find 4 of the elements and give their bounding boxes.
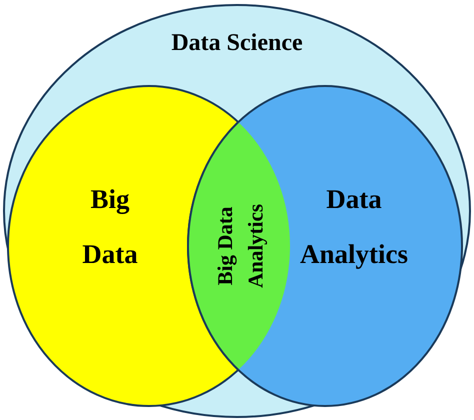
region-label: Big Data Analytics: [213, 204, 268, 288]
region-label: Data Science: [171, 30, 303, 56]
region-label: Big Data: [82, 184, 138, 270]
region-label: Data Analytics: [300, 184, 408, 270]
